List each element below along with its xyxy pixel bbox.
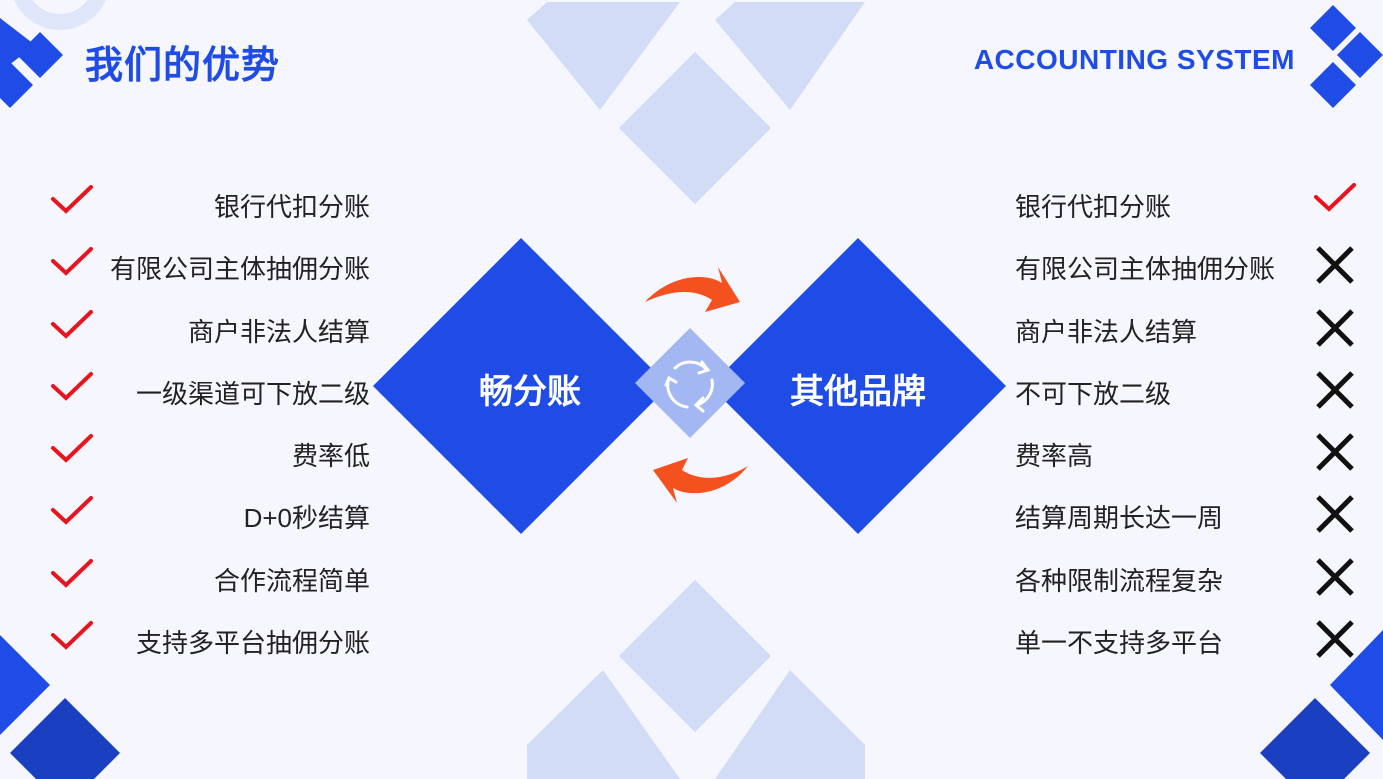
center-diamond bbox=[635, 328, 745, 438]
list-item-label: 商户非法人结算 bbox=[187, 317, 370, 347]
list-item-label: 有限公司主体抽佣分账 bbox=[1015, 254, 1276, 284]
bottom-light-diamonds bbox=[527, 580, 865, 779]
list-item: 有限公司主体抽佣分账 bbox=[1015, 245, 1360, 285]
list-item: 合作流程简单 bbox=[40, 557, 370, 597]
list-item-label: D+0秒结算 bbox=[243, 503, 370, 533]
list-item-label: 有限公司主体抽佣分账 bbox=[109, 254, 370, 284]
ring-decoration bbox=[14, 0, 106, 30]
corner-diamonds-top-left bbox=[0, 18, 63, 108]
cross-icon bbox=[1316, 558, 1354, 596]
list-item: 费率高 bbox=[1015, 432, 1360, 472]
check-icon bbox=[1314, 183, 1356, 212]
list-item: 各种限制流程复杂 bbox=[1015, 557, 1360, 597]
check-icon bbox=[51, 372, 93, 401]
list-item: 结算周期长达一周 bbox=[1015, 494, 1360, 534]
cross-icon bbox=[1316, 309, 1354, 347]
top-light-diamonds bbox=[527, 2, 865, 204]
brand-title: ACCOUNTING SYSTEM bbox=[973, 44, 1295, 75]
left-diamond-label: 畅分账 bbox=[479, 373, 581, 411]
cross-icon bbox=[1316, 371, 1354, 409]
cross-icon bbox=[1316, 495, 1354, 533]
list-item-label: 银行代扣分账 bbox=[213, 192, 370, 222]
corner-diamonds-bottom-left bbox=[0, 635, 120, 779]
list-item: D+0秒结算 bbox=[40, 494, 370, 534]
list-item: 支持多平台抽佣分账 bbox=[40, 619, 370, 659]
list-item-label: 费率高 bbox=[1015, 441, 1094, 471]
list-item-label: 商户非法人结算 bbox=[1015, 317, 1198, 347]
list-item-label: 不可下放二级 bbox=[1015, 379, 1172, 409]
list-item: 单一不支持多平台 bbox=[1015, 619, 1360, 659]
cycle-icon bbox=[664, 360, 714, 413]
arrow-right-icon bbox=[645, 267, 740, 312]
list-item: 银行代扣分账 bbox=[40, 183, 370, 223]
check-icon bbox=[51, 496, 93, 525]
list-item-label: 一级渠道可下放二级 bbox=[135, 379, 370, 409]
page-title: 我们的优势 bbox=[85, 45, 281, 87]
list-item-label: 合作流程简单 bbox=[213, 566, 370, 596]
list-item: 有限公司主体抽佣分账 bbox=[40, 245, 370, 285]
list-item-label: 费率低 bbox=[291, 441, 370, 471]
check-icon bbox=[51, 185, 93, 214]
list-item: 银行代扣分账 bbox=[1015, 183, 1360, 223]
corner-diamonds-top-right bbox=[1310, 5, 1383, 108]
list-item-label: 各种限制流程复杂 bbox=[1015, 566, 1224, 596]
cross-icon bbox=[1316, 246, 1354, 284]
list-item-label: 结算周期长达一周 bbox=[1015, 503, 1224, 533]
list-item: 不可下放二级 bbox=[1015, 370, 1360, 410]
check-icon bbox=[51, 310, 93, 339]
cross-icon bbox=[1316, 433, 1354, 471]
list-item-label: 支持多平台抽佣分账 bbox=[135, 628, 370, 658]
check-icon bbox=[51, 247, 93, 276]
list-item: 一级渠道可下放二级 bbox=[40, 370, 370, 410]
list-item-label: 银行代扣分账 bbox=[1015, 192, 1172, 222]
check-icon bbox=[51, 559, 93, 588]
corner-diamonds-bottom-right bbox=[1260, 630, 1383, 779]
list-item: 商户非法人结算 bbox=[40, 308, 370, 348]
right-diamond-label: 其他品牌 bbox=[790, 373, 926, 411]
list-item-label: 单一不支持多平台 bbox=[1015, 628, 1224, 658]
cross-icon bbox=[1316, 620, 1354, 658]
list-item: 商户非法人结算 bbox=[1015, 308, 1360, 348]
arrow-left-icon bbox=[653, 458, 748, 503]
check-icon bbox=[51, 621, 93, 650]
left-diamond bbox=[373, 238, 669, 534]
list-item: 费率低 bbox=[40, 432, 370, 472]
right-diamond bbox=[710, 238, 1006, 534]
check-icon bbox=[51, 434, 93, 463]
